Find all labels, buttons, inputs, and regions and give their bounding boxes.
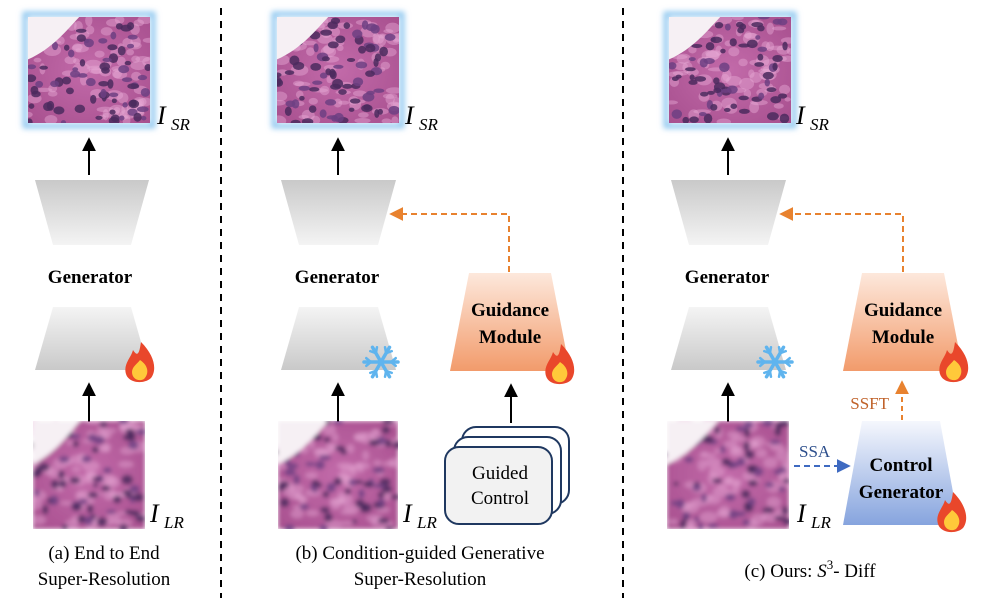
caption: (c) Ours: S3- Diff	[744, 557, 876, 582]
control-generator-line-1: Control	[870, 455, 933, 476]
svg-text:I: I	[404, 101, 415, 130]
caption-suffix: - Diff	[833, 561, 876, 582]
generator-encoder	[281, 307, 396, 370]
lr-image	[667, 421, 789, 529]
caption-math-sup: 3	[827, 557, 834, 572]
control-generator	[843, 421, 959, 525]
generator-label: Generator	[48, 267, 133, 288]
caption-prefix: (c) Ours:	[744, 561, 817, 582]
control-generator-line-2: Generator	[859, 482, 944, 503]
generator-decoder	[281, 180, 396, 245]
sr-label: I SR	[156, 101, 191, 134]
snowflake-icon	[756, 345, 794, 379]
lr-label: I LR	[149, 499, 184, 532]
guidance-module	[843, 273, 963, 371]
panel-a: I SR Generator I LR (a) End to End Super…	[22, 11, 191, 590]
sr-label: I SR	[404, 101, 439, 134]
ssft-label: SSFT	[850, 394, 889, 413]
fire-icon	[125, 342, 155, 383]
lr-image	[33, 421, 145, 529]
svg-text:(c) Ours: S3- Diff: (c) Ours: S3- Diff	[744, 557, 876, 582]
svg-text:I: I	[795, 101, 806, 130]
caption-math-base: S	[817, 561, 827, 582]
sr-image	[271, 11, 405, 129]
generator-encoder	[671, 307, 786, 370]
sr-image	[663, 11, 797, 129]
generator-label: Generator	[685, 267, 770, 288]
sr-image	[22, 11, 156, 129]
lr-label: I LR	[402, 499, 437, 532]
ssa-label: SSA	[799, 442, 831, 461]
svg-text:I: I	[149, 499, 160, 528]
generator-decoder	[671, 180, 786, 245]
svg-text:SR: SR	[810, 115, 830, 134]
guidance-label-line-2: Module	[479, 327, 541, 348]
guided-control-stack	[444, 426, 570, 525]
sr-label: I SR	[795, 101, 830, 134]
guidance-label-line-2: Module	[872, 327, 934, 348]
guidance-label-line-1: Guidance	[471, 300, 549, 321]
guidance-arrow	[779, 207, 904, 272]
generator-label: Generator	[295, 267, 380, 288]
snowflake-icon	[362, 345, 400, 379]
guided-control-line-1: Guided	[472, 463, 528, 484]
guidance-module	[450, 273, 570, 371]
svg-text:I: I	[402, 499, 413, 528]
guided-control-line-2: Control	[471, 488, 529, 509]
caption-line-1: (b) Condition-guided Generative	[295, 543, 544, 564]
fire-icon	[545, 344, 575, 385]
svg-text:LR: LR	[416, 513, 437, 532]
svg-text:SR: SR	[419, 115, 439, 134]
svg-text:LR: LR	[810, 513, 831, 532]
guidance-arrow	[389, 207, 510, 272]
guidance-label-line-1: Guidance	[864, 300, 942, 321]
panel-c: I SR Generator I LR Guidance Module SSFT…	[663, 11, 969, 582]
lr-label: I LR	[796, 499, 831, 532]
fire-icon	[937, 492, 967, 533]
generator-encoder	[35, 307, 149, 370]
generator-decoder	[35, 180, 149, 245]
svg-text:I: I	[156, 101, 167, 130]
caption-line-2: Super-Resolution	[38, 569, 171, 590]
panel-b: I SR Generator I LR Guidance Module Guid…	[271, 11, 575, 590]
lr-image	[278, 421, 398, 529]
caption-line-2: Super-Resolution	[354, 569, 487, 590]
svg-text:SR: SR	[171, 115, 191, 134]
fire-icon	[939, 342, 969, 383]
svg-text:I: I	[796, 499, 807, 528]
svg-text:LR: LR	[163, 513, 184, 532]
caption-line-1: (a) End to End	[48, 543, 160, 564]
